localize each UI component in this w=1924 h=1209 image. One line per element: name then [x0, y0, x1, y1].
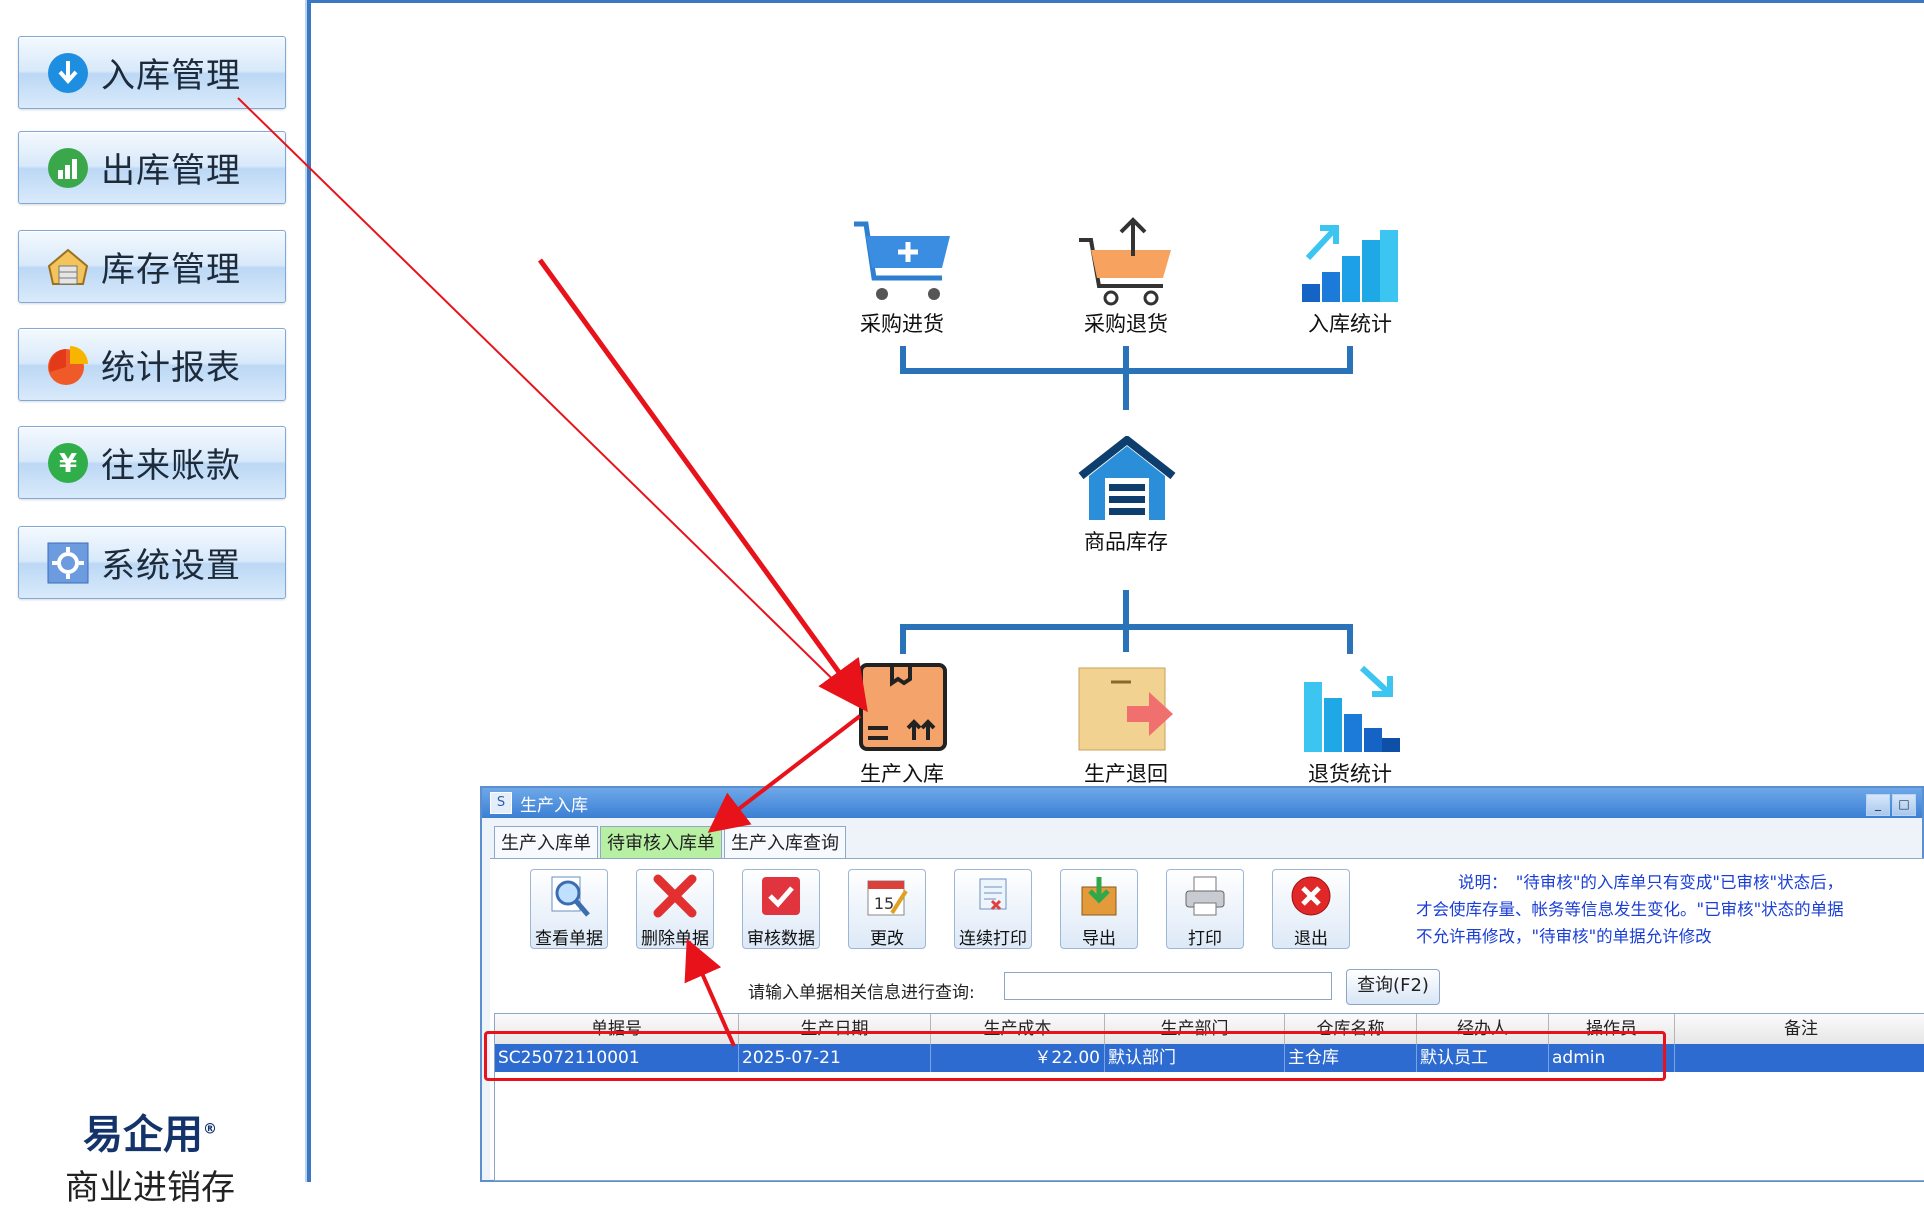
column-header[interactable]: 单据号: [495, 1014, 739, 1044]
query-button[interactable]: 查询(F2): [1346, 969, 1440, 1005]
nav-settings-label: 系统设置: [101, 546, 241, 586]
printer-icon: [1167, 870, 1243, 922]
cell-production-cost: ￥22.00: [931, 1044, 1105, 1072]
table-row[interactable]: SC25072110001 2025-07-21 ￥22.00 默认部门 主仓库…: [495, 1044, 1924, 1072]
cell-department: 默认部门: [1105, 1044, 1285, 1072]
nav-inventory-button[interactable]: 库存管理: [18, 230, 286, 303]
checkmark-icon: [743, 870, 819, 922]
export-icon: [1061, 870, 1137, 922]
nav-reports-button[interactable]: 统计报表: [18, 328, 286, 401]
connector: [900, 368, 1353, 374]
cell-remarks: [1675, 1044, 1924, 1072]
edit-button[interactable]: 15 更改: [848, 869, 926, 949]
tab-pending-review[interactable]: 待审核入库单: [600, 826, 722, 859]
inventory-warehouse-icon[interactable]: [1077, 434, 1177, 526]
column-header[interactable]: 生产日期: [739, 1014, 931, 1044]
connector: [1123, 346, 1129, 410]
nav-settings-button[interactable]: 系统设置: [18, 526, 286, 599]
nav-reports-label: 统计报表: [101, 348, 241, 388]
production-in-dialog: S 生产入库 _ □ 生产入库单 待审核入库单 生产入库查询 查看单据 删除单据…: [480, 786, 1924, 1182]
bar-chart-icon: [45, 145, 91, 191]
nav-inbound-label: 入库管理: [101, 56, 241, 96]
connector: [900, 624, 906, 654]
dialog-titlebar[interactable]: S 生产入库: [482, 788, 1922, 818]
tab-production-in-form[interactable]: 生产入库单: [494, 826, 598, 859]
flow-inbound-stats-label[interactable]: 入库统计: [1308, 312, 1392, 336]
gear-icon: [45, 540, 91, 586]
magnifier-icon: [531, 870, 607, 922]
production-in-box-icon[interactable]: [858, 662, 948, 756]
return-stats-icon[interactable]: [1302, 664, 1402, 758]
close-icon: [1273, 870, 1349, 922]
pie-chart-icon: [45, 342, 91, 388]
minimize-button[interactable]: _: [1866, 794, 1890, 816]
sidebar: 入库管理 出库管理 库存管理 统计报表 ¥ 往来账款 系统设置 易企用® 商业进…: [0, 0, 310, 1208]
connector: [1347, 624, 1353, 654]
app-icon: S: [490, 792, 512, 814]
export-button[interactable]: 导出: [1060, 869, 1138, 949]
search-input[interactable]: [1004, 972, 1332, 1000]
tab-bar: 生产入库单 待审核入库单 生产入库查询: [494, 826, 848, 859]
purchase-cart-icon[interactable]: [850, 218, 954, 310]
cell-doc-number: SC25072110001: [495, 1044, 739, 1072]
production-return-icon[interactable]: [1077, 666, 1177, 756]
review-data-button[interactable]: 审核数据: [742, 869, 820, 949]
flow-purchase-in-label[interactable]: 采购进货: [860, 312, 944, 336]
return-cart-icon[interactable]: [1075, 216, 1179, 310]
tab-panel: 查看单据 删除单据 审核数据 15 更改 连续打印: [490, 858, 1924, 1181]
nav-inventory-label: 库存管理: [101, 250, 241, 290]
calendar-icon: 15: [849, 870, 925, 922]
column-header[interactable]: 备注: [1784, 1019, 1818, 1039]
flow-purchase-return-label[interactable]: 采购退货: [1084, 312, 1168, 336]
scroll-icon: [955, 870, 1031, 922]
nav-accounts-button[interactable]: ¥ 往来账款: [18, 426, 286, 499]
connector: [1123, 590, 1129, 652]
view-document-button[interactable]: 查看单据: [530, 869, 608, 949]
nav-outbound-label: 出库管理: [101, 151, 241, 191]
flow-return-stats-label[interactable]: 退货统计: [1308, 762, 1392, 786]
batch-print-button[interactable]: 连续打印: [954, 869, 1032, 949]
print-button[interactable]: 打印: [1166, 869, 1244, 949]
flow-inventory-label[interactable]: 商品库存: [1084, 530, 1168, 554]
connector: [900, 624, 1353, 630]
delete-x-icon: [637, 870, 713, 922]
brand-subtitle: 商业进销存: [65, 1168, 235, 1208]
column-header[interactable]: 操作员: [1549, 1014, 1675, 1044]
documents-grid: 单据号 生产日期 生产成本 生产部门 仓库名称 经办人 操作员 备注 SC250…: [494, 1013, 1924, 1181]
exit-button[interactable]: 退出: [1272, 869, 1350, 949]
inbound-stats-icon[interactable]: [1300, 218, 1400, 308]
yen-icon: ¥: [45, 440, 91, 486]
flow-production-return-label[interactable]: 生产退回: [1084, 762, 1168, 786]
maximize-button[interactable]: □: [1892, 794, 1916, 816]
dialog-title: 生产入库: [520, 795, 588, 816]
nav-accounts-label: 往来账款: [101, 446, 241, 486]
tab-production-in-query[interactable]: 生产入库查询: [724, 826, 846, 859]
connector: [1347, 346, 1353, 372]
column-header[interactable]: 生产成本: [931, 1014, 1105, 1044]
brand-logo: 易企用®: [83, 1112, 217, 1158]
column-header[interactable]: 生产部门: [1105, 1014, 1285, 1044]
cell-production-date: 2025-07-21: [739, 1044, 931, 1072]
nav-inbound-button[interactable]: 入库管理: [18, 36, 286, 109]
cell-warehouse: 主仓库: [1285, 1044, 1417, 1072]
connector: [900, 346, 906, 372]
grid-header: 单据号 生产日期 生产成本 生产部门 仓库名称 经办人 操作员 备注: [495, 1014, 1924, 1045]
svg-text:¥: ¥: [59, 449, 77, 479]
cell-handler: 默认员工: [1417, 1044, 1549, 1072]
warehouse-icon: [45, 244, 91, 290]
nav-outbound-button[interactable]: 出库管理: [18, 131, 286, 204]
column-header[interactable]: 仓库名称: [1285, 1014, 1417, 1044]
help-note: 说明： "待审核"的入库单只有变成"已审核"状态后， 才会使库存量、帐务等信息发…: [1416, 873, 1844, 946]
flow-production-in-label[interactable]: 生产入库: [860, 762, 944, 786]
search-label: 请输入单据相关信息进行查询:: [748, 983, 975, 1003]
delete-document-button[interactable]: 删除单据: [636, 869, 714, 949]
column-header[interactable]: 经办人: [1417, 1014, 1549, 1044]
cell-operator: admin: [1549, 1044, 1675, 1072]
download-icon: [45, 50, 91, 96]
svg-text:15: 15: [874, 894, 894, 913]
